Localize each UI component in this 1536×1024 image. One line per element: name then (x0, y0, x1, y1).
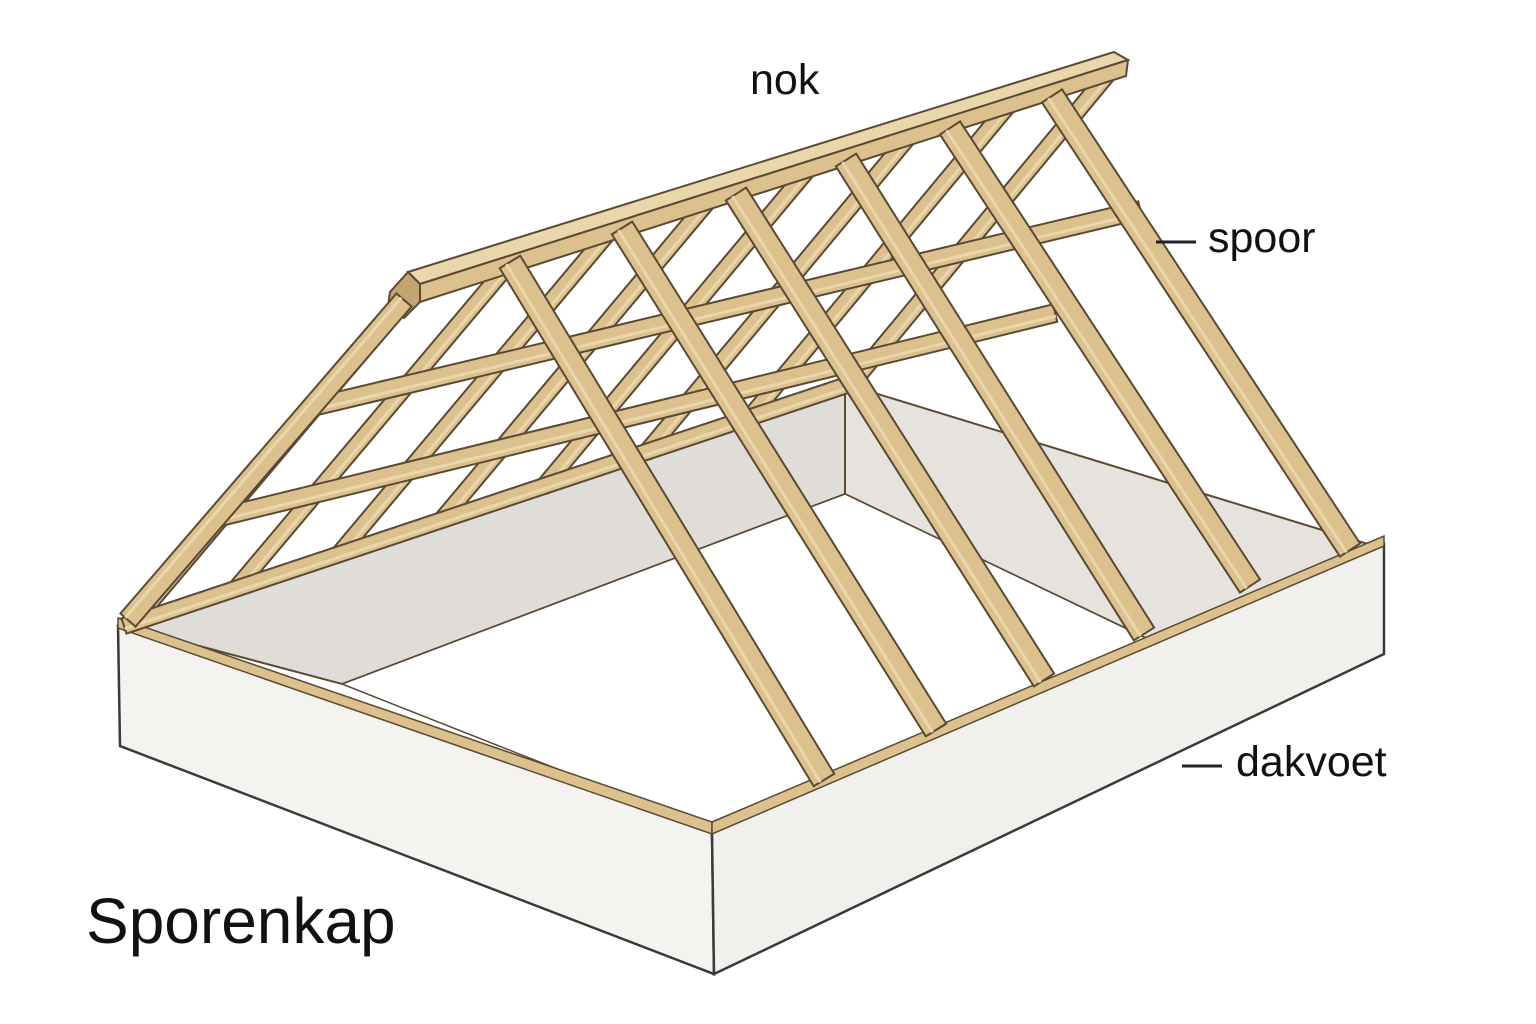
gable-rafter (119, 292, 413, 628)
front-rafter (1040, 88, 1362, 558)
batten-highlight (217, 314, 1057, 523)
front-rafter-highlight (731, 195, 1042, 684)
front-rafter (610, 220, 948, 738)
batten-highlight (310, 211, 1142, 413)
front-rafter (724, 186, 1056, 688)
back-eaves-plate-highlight (124, 385, 852, 631)
front-rafter-highlight (945, 129, 1248, 590)
front-rafter-highlight (841, 161, 1142, 638)
back-rafter-highlight (235, 259, 517, 593)
front-rafter-highlight (505, 263, 822, 783)
front-rafter-highlight (1047, 97, 1348, 554)
gable-rafter-highlight (124, 296, 403, 619)
front-rafter (938, 120, 1262, 594)
leader-lines (1156, 240, 1222, 768)
eaves-label: dakvoet (1236, 738, 1387, 786)
diagram-title: Sporenkap (86, 885, 396, 957)
ridge-label: nok (750, 56, 820, 104)
rafter-label: spoor (1208, 214, 1316, 262)
wall-plate-right (711, 534, 1385, 836)
front-rafter (834, 152, 1156, 642)
back-rafter-highlight (338, 229, 616, 559)
front-rafters (119, 88, 1362, 788)
front-rafter-highlight (617, 229, 934, 734)
